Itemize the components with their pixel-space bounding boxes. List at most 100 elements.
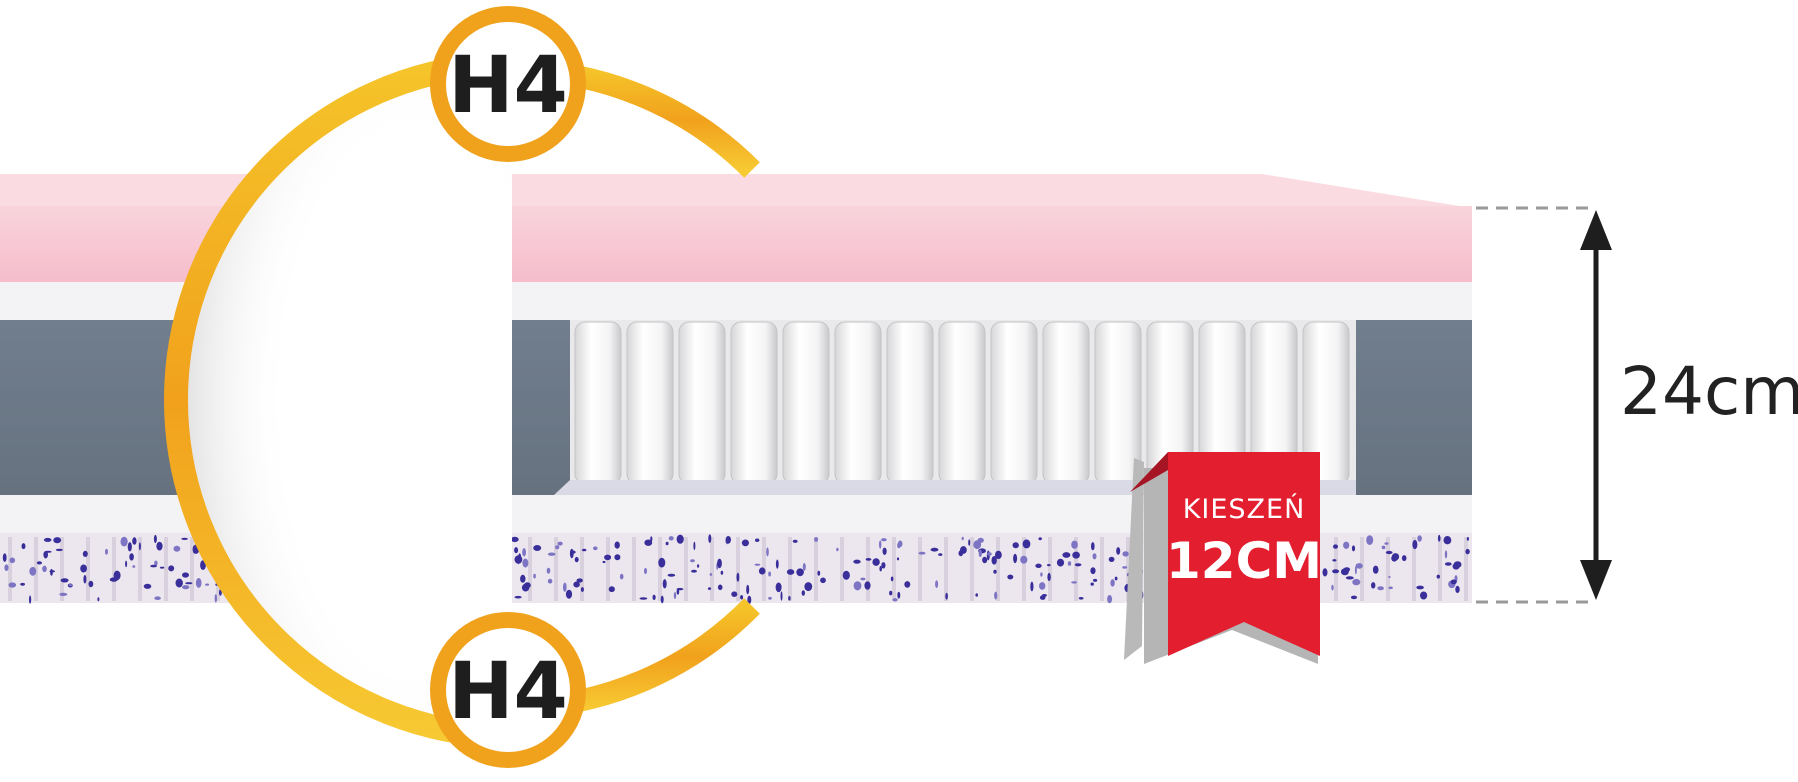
foam-speckle — [1420, 591, 1428, 600]
foam-speckle — [1352, 578, 1361, 586]
foam-speckle — [676, 588, 680, 595]
foam-speckle — [574, 556, 579, 563]
foam-speckle — [746, 584, 750, 595]
foam-speckle — [55, 548, 63, 552]
foam-speckle — [514, 555, 523, 564]
foam-speckle — [522, 558, 529, 568]
firmness-badge-top-label: H4 — [448, 41, 568, 131]
foam-stripe — [1360, 537, 1364, 601]
foam-speckle — [614, 554, 621, 561]
foam-speckle — [717, 584, 723, 591]
pocket-spring — [730, 321, 778, 485]
foam-speckle — [1040, 572, 1043, 577]
foam-speckle — [1047, 572, 1051, 582]
foam-speckle — [978, 549, 982, 558]
foam-speckle — [890, 576, 894, 582]
foam-stripe — [1334, 537, 1338, 601]
foam-stripe — [8, 537, 12, 601]
foam-speckle — [879, 540, 882, 549]
foam-speckle — [4, 564, 9, 571]
foam-speckle — [676, 587, 684, 591]
foam-speckle — [1444, 550, 1448, 559]
foam-speckle — [129, 553, 134, 561]
foam-speckle — [1093, 578, 1098, 582]
foam-speckle — [2, 553, 7, 562]
foam-speckle — [817, 570, 821, 576]
foam-speckle — [1443, 536, 1452, 545]
foam-speckle — [68, 584, 73, 587]
firmness-ring-left-arc — [164, 52, 513, 748]
foam-speckle — [741, 539, 750, 547]
foam-speckle — [768, 596, 772, 600]
foam-speckle — [1057, 561, 1062, 566]
foam-stripe — [34, 537, 38, 601]
foam-speckle — [1041, 594, 1047, 597]
foam-speckle — [1455, 585, 1460, 594]
pocket-spring — [678, 321, 726, 485]
foam-stripe — [788, 537, 792, 601]
foam-speckle — [897, 540, 903, 548]
foam-speckle — [214, 594, 217, 603]
foam-speckle — [1453, 561, 1462, 568]
foam-speckle — [709, 573, 713, 576]
foam-speckle — [182, 585, 190, 590]
foam-speckle — [1074, 563, 1082, 567]
foam-speckle — [614, 541, 620, 549]
foam-stripe — [1048, 537, 1052, 601]
double-arrow-vertical-icon — [1580, 210, 1612, 600]
foam-speckle — [1122, 566, 1128, 569]
foam-speckle — [21, 543, 26, 550]
foam-speckle — [159, 566, 165, 569]
foam-stripe — [632, 537, 636, 601]
foam-speckle — [547, 578, 553, 584]
foam-stripe — [86, 537, 90, 601]
foam-speckle — [1351, 545, 1356, 552]
foam-speckle — [993, 569, 997, 574]
foam-speckle — [792, 539, 798, 543]
foam-stripe — [684, 537, 688, 601]
foam-speckle — [889, 590, 893, 596]
foam-stripe — [1412, 537, 1416, 601]
foam-speckle — [42, 565, 47, 572]
foam-speckle — [182, 572, 189, 578]
foam-speckle — [514, 595, 522, 599]
foam-speckle — [995, 550, 1002, 560]
foam-speckle — [881, 538, 887, 542]
foam-speckle — [961, 536, 964, 541]
foam-stripe — [554, 537, 558, 601]
foam-stripe — [918, 537, 922, 601]
foam-stripe — [1386, 537, 1390, 601]
foam-speckle — [127, 542, 132, 552]
foam-stripe — [1464, 537, 1468, 601]
foam-stripe — [1074, 537, 1078, 601]
foam-speckle — [1013, 553, 1018, 564]
foam-speckle — [731, 591, 738, 597]
foam-speckle — [1012, 542, 1019, 549]
foam-speckle — [766, 547, 769, 557]
foam-speckle — [53, 537, 62, 544]
foam-speckle — [1062, 552, 1071, 558]
foam-speckle — [1384, 542, 1389, 545]
pocket-spring — [782, 321, 830, 485]
height-dimension: 24cm — [1476, 206, 1798, 604]
foam-speckle — [82, 550, 88, 558]
foam-speckle — [802, 563, 806, 571]
foam-stripe — [970, 537, 974, 601]
foam-speckle — [573, 581, 580, 588]
foam-speckle — [520, 574, 526, 583]
foam-speckle — [1381, 545, 1386, 550]
foam-speckle — [1377, 586, 1384, 591]
foam-speckle — [59, 592, 68, 597]
foam-speckle — [639, 597, 648, 600]
foam-speckle — [918, 551, 926, 555]
foam-speckle — [43, 551, 48, 559]
firmness-badge-bottom: H4 — [430, 612, 586, 768]
foam-speckle — [1091, 542, 1095, 551]
firmness-badge-top: H4 — [430, 6, 586, 162]
foam-speckle — [644, 539, 653, 546]
foam-speckle — [673, 592, 677, 599]
foam-speckle — [1332, 569, 1340, 574]
foam-speckle — [565, 589, 573, 599]
foam-speckle — [836, 547, 839, 552]
foam-speckle — [938, 553, 943, 556]
